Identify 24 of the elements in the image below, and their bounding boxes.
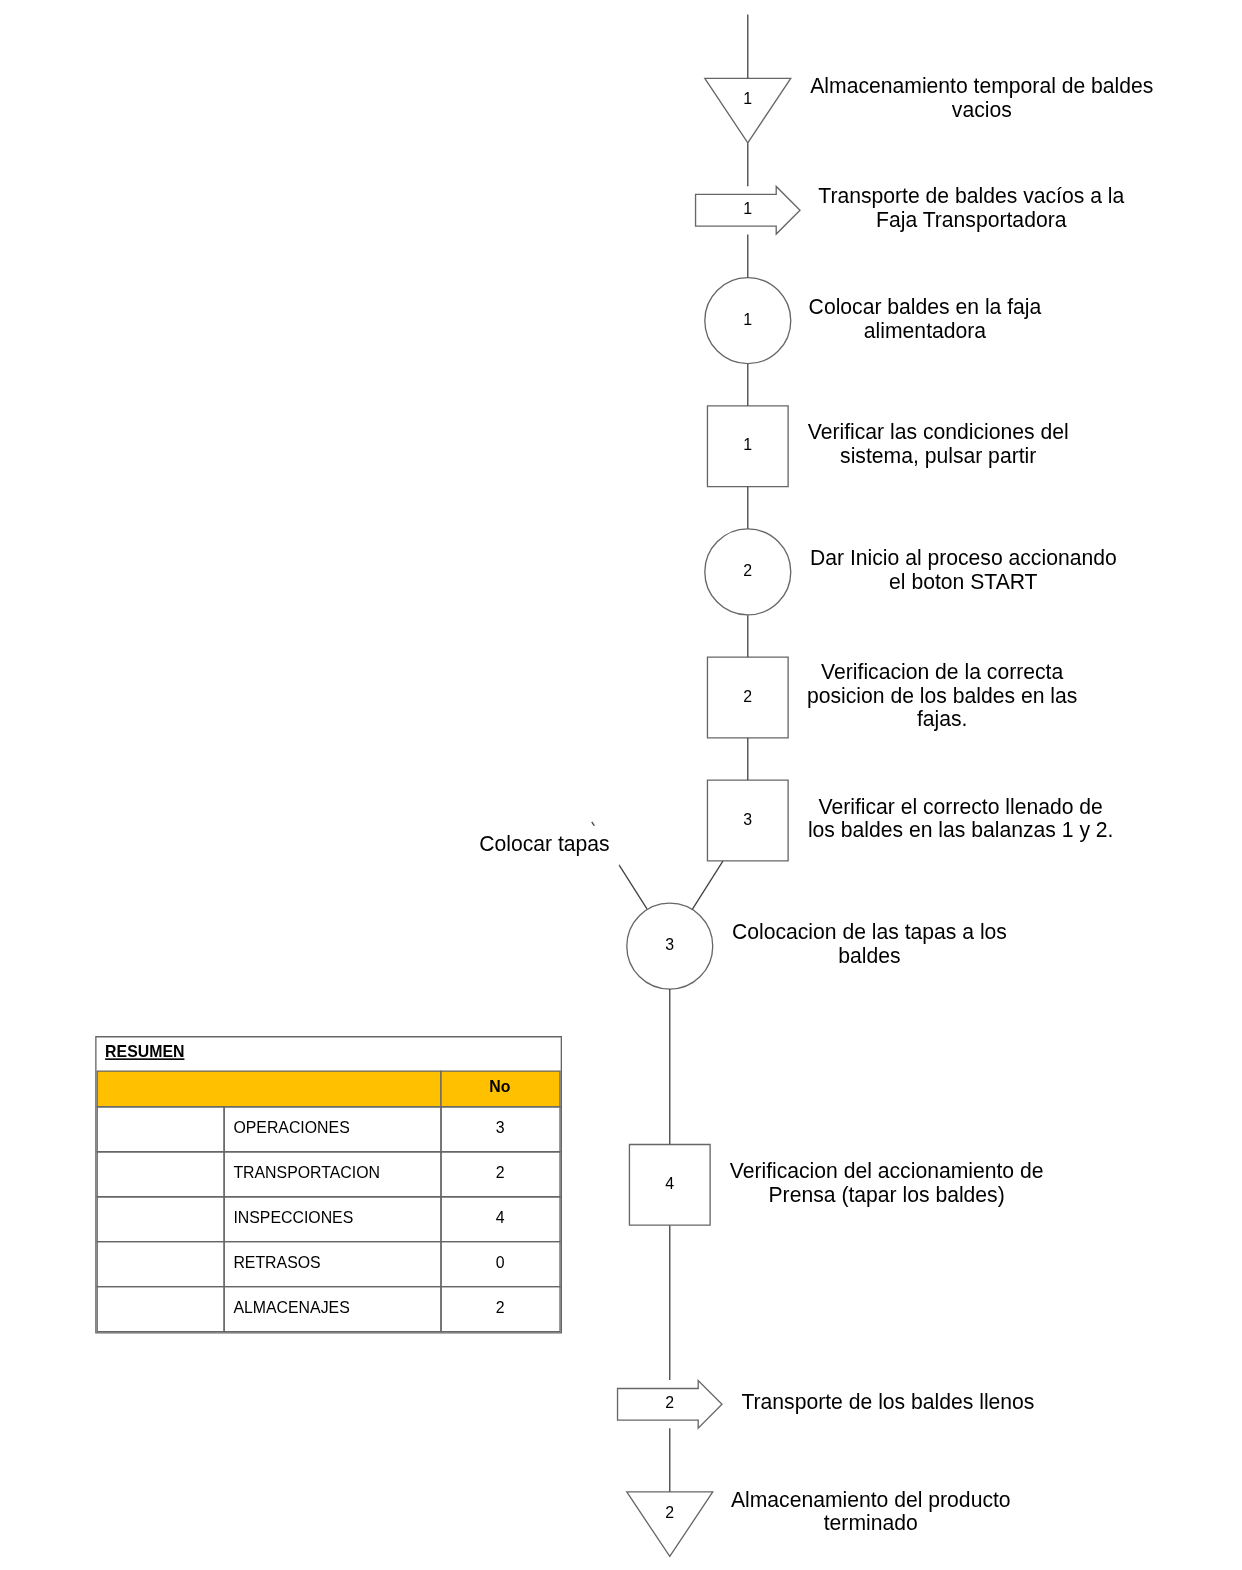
node-label: Colocacion de las tapas a los baldes [731,920,1007,968]
label: ALMACENAJES [232,1299,350,1317]
node-label: Transporte de los baldes llenos [740,1390,1034,1414]
node-label: Colocar baldes en la faja alimentadora [808,294,1041,342]
node-label: Almacenamiento temporal de baldes vacios [809,73,1153,121]
node-label: Verificar las condiciones del sistema, pulsar partir [807,420,1069,468]
label: 2 [495,1164,505,1182]
label: 4 [495,1209,505,1227]
node-label: Verificacion de la correcta posicion de los baldes en las fajas. [806,659,1077,731]
label: 2 [495,1299,505,1317]
label: RESUMEN [104,1043,184,1061]
label: INSPECCIONES [232,1209,353,1227]
label: OPERACIONES [232,1119,350,1137]
label: 0 [495,1254,505,1272]
edge-label: Colocar tapas [478,831,610,855]
node-label: Dar Inicio al proceso accionando el boton START [809,546,1117,593]
node-label: Verificacion del accionamiento de Prensa (tapar los baldes) [729,1158,1044,1206]
label: TRANSPORTACION [232,1164,380,1182]
node-label: Transporte de baldes vacíos a la Faja Transportadora [817,184,1124,232]
label: 3 [495,1119,505,1137]
node-label: Verificar el correcto llenado de los baldes en las balanzas 1 y 2. [807,794,1113,842]
node-label: Almacenamiento del producto terminado [730,1487,1011,1535]
label: No [488,1077,510,1095]
label: RETRASOS [232,1254,321,1272]
